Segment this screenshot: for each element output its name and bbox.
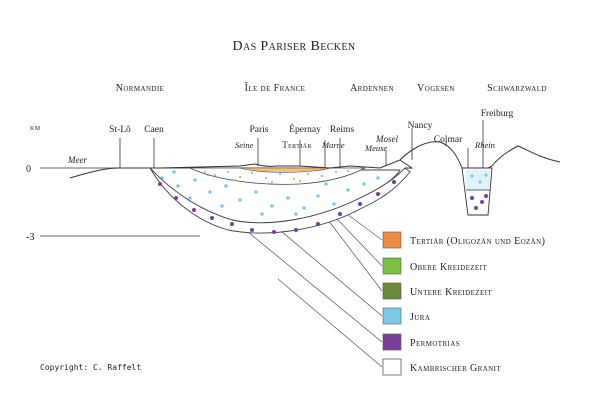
kreide-dots xyxy=(203,169,350,184)
place-ticks xyxy=(119,120,484,168)
place-st-lo: St-Lô xyxy=(109,125,131,135)
legend-swatch-granit xyxy=(382,358,402,376)
graben-jura-dots xyxy=(470,173,488,184)
legend-label-jura: Jura xyxy=(410,312,430,323)
depth-unit-label: km xyxy=(30,122,41,132)
depth-minus3-label: -3 xyxy=(26,232,34,243)
water-mosel: Mosel xyxy=(375,134,398,144)
diagram-title: Das Pariser Becken xyxy=(232,39,355,54)
legend-label-obere-kreide: Obere Kreidezeit xyxy=(410,262,487,273)
legend-swatch-obere-kreide xyxy=(382,257,402,275)
place-paris: Paris xyxy=(250,125,269,135)
water-marne: Marne xyxy=(321,140,345,150)
rhine-graben-jura xyxy=(466,170,490,190)
region-schwarzwald: Schwarzwald xyxy=(487,83,547,94)
label-tertiar-center: Tertiär xyxy=(282,140,312,150)
region-ardennen: Ardennen xyxy=(350,83,394,94)
surface-profile xyxy=(69,141,561,179)
legend: Tertiär (Oligozän und Eozän) Obere Kreid… xyxy=(382,231,545,376)
legend-swatch-jura xyxy=(382,307,402,325)
place-epernay: Épernay xyxy=(289,123,321,135)
permotrias-layer xyxy=(149,167,411,234)
legend-label-tertiar: Tertiär (Oligozän und Eozän) xyxy=(410,236,545,247)
permotrias-dots xyxy=(158,180,396,234)
region-normandie: Normandie xyxy=(116,83,165,94)
legend-swatch-tertiar xyxy=(382,231,402,249)
water-meer: Meer xyxy=(67,155,87,165)
place-freiburg: Freiburg xyxy=(481,109,514,119)
place-reims: Reims xyxy=(330,125,355,135)
depth-zero-label: 0 xyxy=(26,164,31,175)
legend-swatch-permotrias xyxy=(382,333,402,351)
water-meuse: Meuse xyxy=(364,143,387,153)
region-vogesen: Vogesen xyxy=(417,83,455,94)
legend-swatch-untere-kreide xyxy=(382,282,402,300)
place-nancy: Nancy xyxy=(408,121,433,131)
copyright-text: Copyright: C. Raffelt xyxy=(40,363,141,372)
place-caen: Caen xyxy=(144,125,164,135)
jura-dots xyxy=(160,170,380,216)
water-seine: Seine xyxy=(235,140,254,150)
legend-label-permotrias: Permotrias xyxy=(410,338,460,349)
water-rhein: Rhein xyxy=(474,140,495,150)
region-ile-de-france: Île de France xyxy=(245,82,306,94)
tertiar-layer xyxy=(239,167,331,173)
graben-permotrias-dots xyxy=(470,194,488,210)
legend-label-untere-kreide: Untere Kreidezeit xyxy=(410,287,492,298)
place-colmar: Colmar xyxy=(434,135,463,145)
fault-ardennen xyxy=(399,159,414,169)
legend-label-granit: Kambrischer Granit xyxy=(410,363,501,374)
